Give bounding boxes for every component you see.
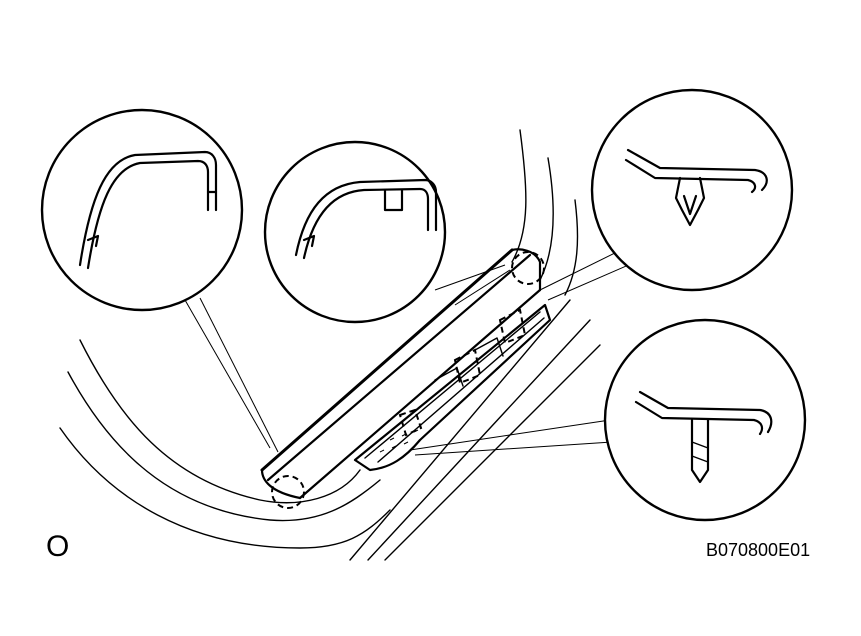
pin-clip-marker: [398, 408, 423, 437]
upper-end-clip-marker: [511, 251, 545, 285]
callout-pin-clip-detail: [603, 318, 807, 522]
callout-claw-clip-detail: [590, 88, 794, 292]
lower-end-clip-marker: [271, 475, 305, 509]
callout-end-clip-detail: [40, 108, 244, 312]
claw-clip-marker-1: [498, 308, 527, 345]
claw-clip-marker-2: [453, 348, 482, 385]
scuff-plate: [260, 248, 552, 509]
orientation-mark: O: [46, 530, 69, 563]
figure-code: B070800E01: [706, 540, 810, 560]
callout-tab-clip-detail: [263, 140, 447, 324]
leader-lines: [184, 247, 641, 456]
body-contour-lines: [59, 129, 601, 561]
